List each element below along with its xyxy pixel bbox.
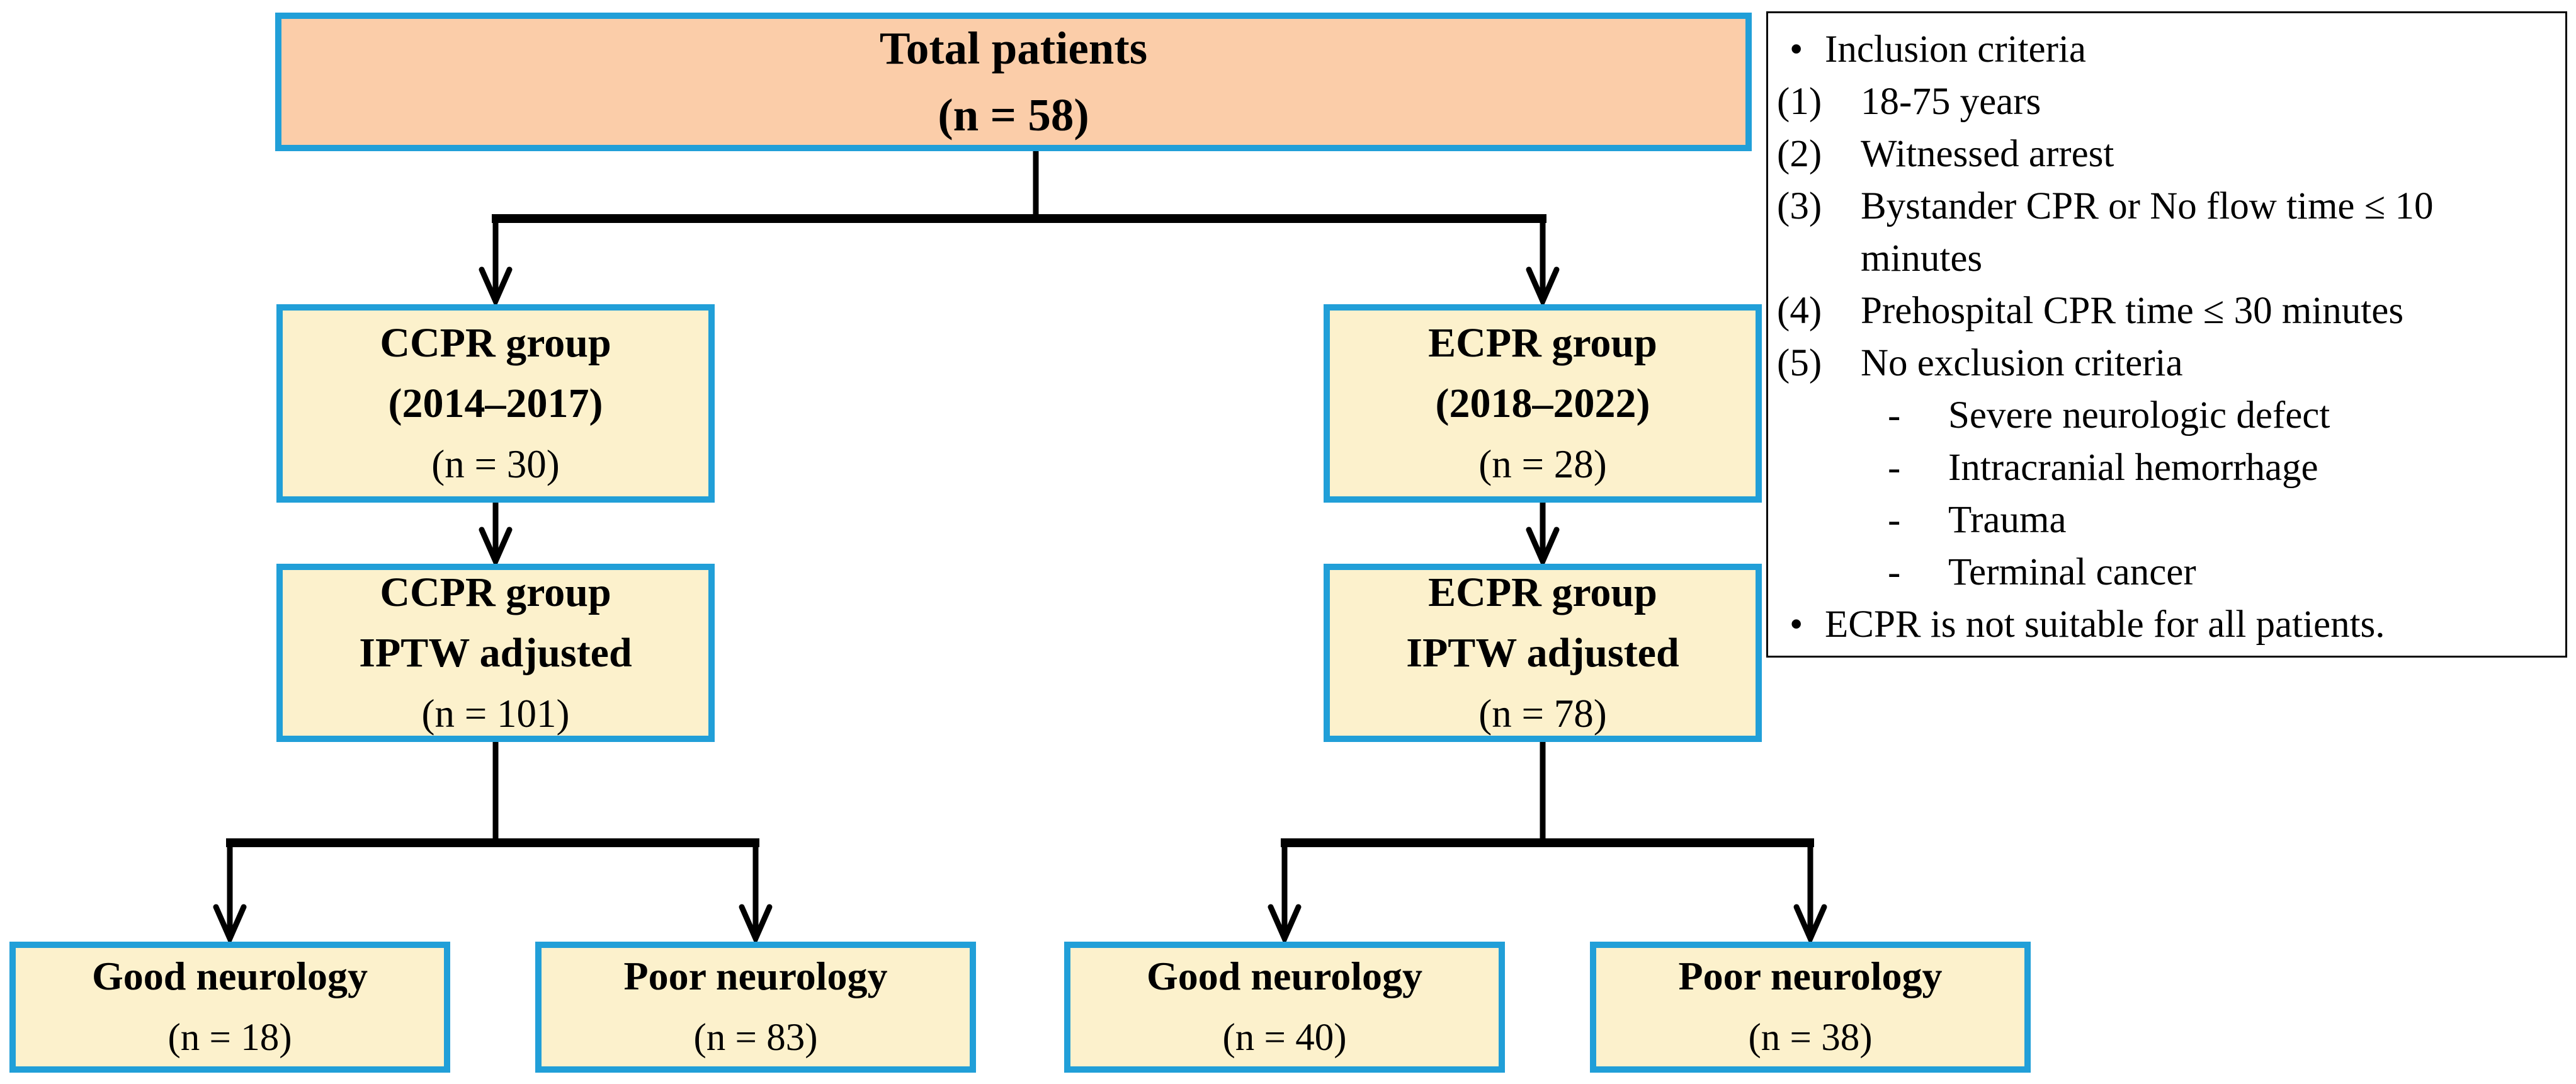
bullet-icon: • bbox=[1790, 28, 1803, 71]
box-title: ECPR group bbox=[1428, 319, 1657, 366]
panel-line-text: Trauma bbox=[1948, 499, 2067, 541]
panel-line: • Inclusion criteria bbox=[1768, 23, 2556, 76]
panel-line-text: Witnessed arrest bbox=[1861, 133, 2114, 175]
dash-icon: - bbox=[1888, 447, 1901, 489]
box-count: (n = 101) bbox=[421, 691, 570, 736]
box-count: (n = 18) bbox=[167, 1017, 292, 1059]
panel-line-number: (4) bbox=[1777, 290, 1822, 332]
dash-icon: - bbox=[1888, 499, 1901, 541]
panel-line-text: ECPR is not suitable for all patients. bbox=[1825, 603, 2385, 646]
box-title: ECPR group bbox=[1428, 569, 1657, 615]
dash-icon: - bbox=[1888, 394, 1901, 436]
box-ecpr-poor-neurology: Poor neurology (n = 38) bbox=[1590, 942, 2031, 1073]
panel-line-text: Terminal cancer bbox=[1948, 551, 2196, 593]
box-count: (n = 38) bbox=[1748, 1017, 1873, 1059]
box-count: (n = 40) bbox=[1222, 1017, 1347, 1059]
panel-line: - Trauma bbox=[1768, 494, 2556, 546]
panel-line-text: Severe neurologic defect bbox=[1948, 394, 2330, 436]
box-title: Good neurology bbox=[92, 954, 368, 998]
panel-line: (2) Witnessed arrest bbox=[1768, 128, 2556, 180]
box-title: CCPR group bbox=[380, 569, 611, 615]
box-count: (n = 83) bbox=[693, 1017, 818, 1059]
box-count: (n = 30) bbox=[431, 442, 560, 486]
box-title: Total patients bbox=[879, 23, 1148, 74]
box-ecpr-good-neurology: Good neurology (n = 40) bbox=[1064, 942, 1505, 1073]
panel-line: (5) No exclusion criteria bbox=[1768, 337, 2556, 389]
panel-line: - Terminal cancer bbox=[1768, 546, 2556, 598]
box-subtitle: IPTW adjusted bbox=[359, 629, 632, 676]
box-title: Good neurology bbox=[1147, 954, 1422, 998]
panel-line-number: (5) bbox=[1777, 342, 1822, 384]
panel-line-number: (2) bbox=[1777, 133, 1822, 175]
panel-line: • ECPR is not suitable for all patients. bbox=[1768, 598, 2556, 651]
panel-line-text: Prehospital CPR time ≤ 30 minutes bbox=[1861, 290, 2404, 332]
box-ccpr-iptw: CCPR group IPTW adjusted (n = 101) bbox=[276, 564, 715, 742]
panel-line: - Intracranial hemorrhage bbox=[1768, 442, 2556, 494]
box-ecpr-iptw: ECPR group IPTW adjusted (n = 78) bbox=[1324, 564, 1762, 742]
panel-line-text: Intracranial hemorrhage bbox=[1948, 447, 2318, 489]
panel-line-text: No exclusion criteria bbox=[1861, 342, 2183, 384]
panel-line: (4) Prehospital CPR time ≤ 30 minutes bbox=[1768, 285, 2556, 337]
box-ecpr-group: ECPR group (2018–2022) (n = 28) bbox=[1324, 304, 1762, 503]
panel-line: (3) Bystander CPR or No flow time ≤ 10 bbox=[1768, 180, 2556, 232]
box-ccpr-poor-neurology: Poor neurology (n = 83) bbox=[535, 942, 976, 1073]
box-title: CCPR group bbox=[380, 319, 611, 366]
panel-line-number: (3) bbox=[1777, 185, 1822, 227]
box-ccpr-good-neurology: Good neurology (n = 18) bbox=[9, 942, 450, 1073]
bullet-icon: • bbox=[1790, 603, 1803, 646]
panel-line-text: Bystander CPR or No flow time ≤ 10 bbox=[1861, 185, 2434, 227]
panel-line-number: (1) bbox=[1777, 81, 1822, 123]
panel-line-text: 18-75 years bbox=[1861, 81, 2041, 123]
box-ccpr-group: CCPR group (2014–2017) (n = 30) bbox=[276, 304, 715, 503]
box-subtitle: IPTW adjusted bbox=[1406, 629, 1679, 676]
arrowhead-icons bbox=[213, 266, 1827, 946]
criteria-panel: • Inclusion criteria(1) 18-75 years (2) Witn… bbox=[1766, 11, 2567, 658]
panel-line: minutes bbox=[1768, 232, 2556, 285]
box-count: (n = 28) bbox=[1478, 442, 1607, 486]
box-count: (n = 78) bbox=[1478, 691, 1607, 736]
panel-line: - Severe neurologic defect bbox=[1768, 389, 2556, 442]
box-title: Poor neurology bbox=[623, 954, 888, 998]
dash-icon: - bbox=[1888, 551, 1901, 593]
box-count: (n = 58) bbox=[938, 89, 1089, 140]
panel-line: (1) 18-75 years bbox=[1768, 76, 2556, 128]
box-subtitle: (2018–2022) bbox=[1435, 380, 1650, 426]
box-total-patients: Total patients (n = 58) bbox=[275, 13, 1752, 151]
panel-line-text: Inclusion criteria bbox=[1825, 28, 2086, 71]
box-subtitle: (2014–2017) bbox=[388, 380, 603, 426]
panel-line-text: minutes bbox=[1861, 237, 1983, 280]
box-title: Poor neurology bbox=[1678, 954, 1943, 998]
